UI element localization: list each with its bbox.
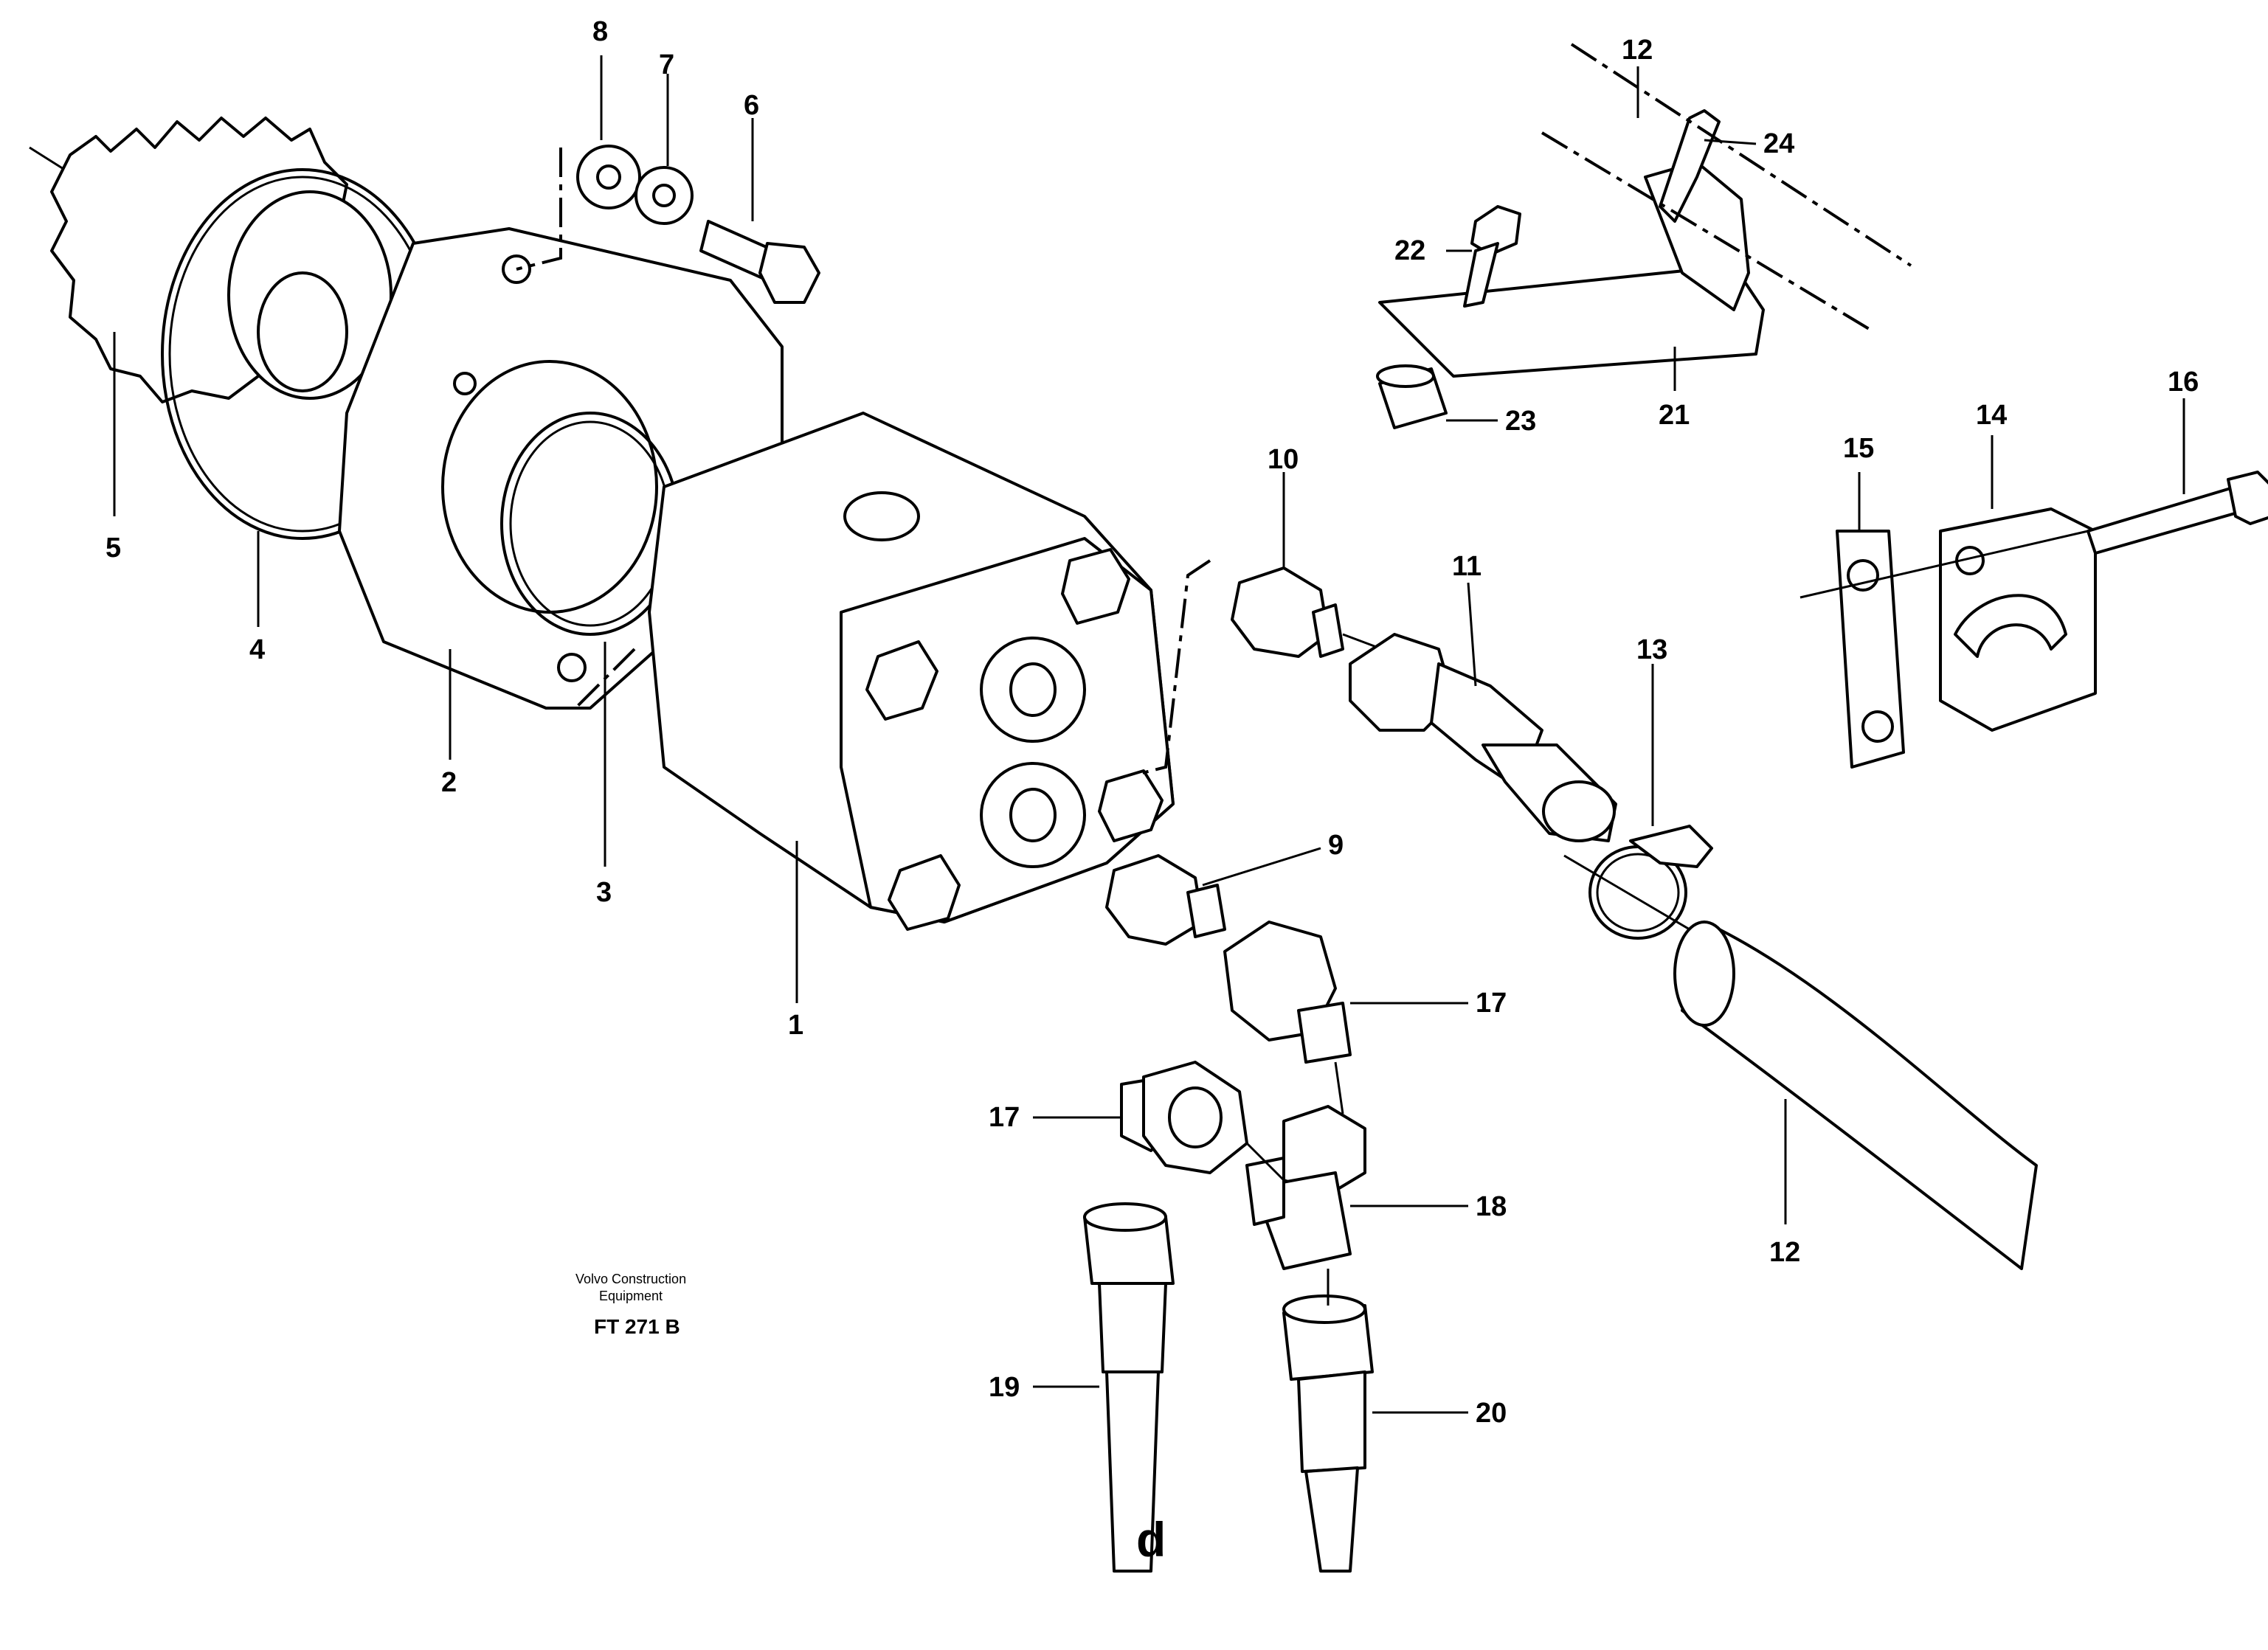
elbow-left-part-17 <box>1120 1061 1248 1174</box>
callout-7: 7 <box>659 49 674 80</box>
fitting-10-alignment-line <box>1135 559 1211 776</box>
callout-17-upper: 17 <box>1476 988 1507 1019</box>
hose-end <box>1673 921 1735 1027</box>
caption-company-line-1: Volvo Construction <box>575 1272 686 1286</box>
hose-nipple-end <box>1542 780 1616 842</box>
callout-12-hose: 12 <box>1769 1237 1800 1268</box>
callout-12-top: 12 <box>1622 35 1653 66</box>
hose-alignment-line <box>1563 854 1690 931</box>
callout-24: 24 <box>1763 128 1794 159</box>
long-screw-part-16 <box>2087 471 2268 555</box>
callout-5: 5 <box>106 533 121 564</box>
callout-22: 22 <box>1394 235 1425 266</box>
washer-part-8 <box>576 145 641 209</box>
washer-part-7 <box>635 166 694 225</box>
hose-part-20 <box>1282 1294 1374 1573</box>
hose-nipple-part-11 <box>1349 633 1617 842</box>
callout-16: 16 <box>2168 367 2199 398</box>
callout-23: 23 <box>1505 406 1536 437</box>
callout-13: 13 <box>1636 634 1667 665</box>
pump-bolt-head-3 <box>888 854 961 931</box>
flange-port-hole <box>453 372 477 395</box>
callout-17-left: 17 <box>989 1102 1020 1133</box>
callout-9: 9 <box>1328 830 1344 861</box>
hose-part-12 <box>1673 921 2038 1270</box>
pump-bolt-head-4 <box>1098 769 1164 842</box>
caption-company-line-2: Equipment <box>599 1289 663 1303</box>
screw-alignment-line <box>516 148 562 271</box>
leader-lines <box>113 55 2185 1414</box>
callout-21: 21 <box>1659 400 1690 431</box>
flange-center-bore <box>441 360 658 614</box>
callout-19: 19 <box>989 1372 1020 1403</box>
elbow-left-to-tee-line <box>1245 1142 1285 1182</box>
callout-15: 15 <box>1843 433 1874 464</box>
pump-bolt-head-1 <box>865 640 938 721</box>
pump-housing-part-1 <box>648 412 1175 931</box>
bolt-part-22 <box>1463 205 1521 308</box>
clamp-axis-line <box>1799 530 2089 599</box>
caption-drawing-reference: FT 271 B <box>594 1315 680 1338</box>
pump-outlet-port-inner <box>1009 662 1057 717</box>
tee-part-18 <box>1245 1105 1366 1270</box>
gear-bore <box>257 271 348 392</box>
callout-4: 4 <box>249 634 265 665</box>
elbow-upper-part-17 <box>1223 921 1352 1064</box>
pump-bolt-head-2 <box>1061 548 1130 625</box>
bracket-centerline-2 <box>1541 131 1875 333</box>
callout-3: 3 <box>596 877 612 908</box>
pump-inlet-port-inner <box>1009 788 1057 842</box>
hose-clamp-part-13 <box>1588 825 1713 940</box>
callout-11: 11 <box>1452 551 1482 582</box>
callout-18: 18 <box>1476 1191 1507 1222</box>
clamp-plate-part-15 <box>1836 530 1905 769</box>
bracket-part-21 <box>1378 161 1765 378</box>
pump-top-port <box>843 491 920 541</box>
union-part-9 <box>1105 854 1226 946</box>
gear-part-5 <box>50 117 393 403</box>
callout-20: 20 <box>1476 1398 1507 1429</box>
flange-bolt-hole-bottom <box>557 653 587 682</box>
callout-2: 2 <box>441 767 457 798</box>
hose-marker-d: d <box>1136 1512 1166 1567</box>
callout-10: 10 <box>1268 444 1299 475</box>
spacer-part-23 <box>1376 364 1448 429</box>
screw-part-6 <box>699 220 820 304</box>
cable-tie-part-24 <box>1659 109 1721 223</box>
callout-14: 14 <box>1976 400 2007 431</box>
nipple-part-10 <box>1231 566 1344 658</box>
elbow-upper-axis <box>1334 1061 1344 1115</box>
hose-part-19 <box>1083 1202 1175 1573</box>
callout-8: 8 <box>592 16 608 47</box>
callout-6: 6 <box>744 90 759 121</box>
clamp-block-part-14 <box>1939 507 2097 732</box>
bracket-centerline-1 <box>1570 43 1912 267</box>
callout-1: 1 <box>788 1010 803 1041</box>
